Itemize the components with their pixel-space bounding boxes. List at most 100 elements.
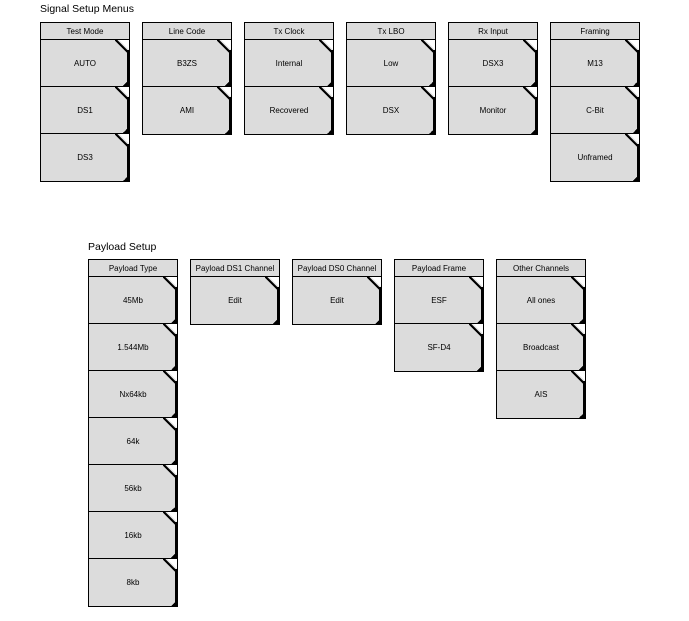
softkey-corner: [477, 365, 483, 371]
softkey-line-code-b3zs[interactable]: B3ZS: [143, 40, 231, 87]
softkey-payload-type-8kb[interactable]: 8kb: [89, 559, 177, 606]
softkey-payload-frame-sf-d4[interactable]: SF-D4: [395, 324, 483, 371]
softkey-bevel: [625, 87, 639, 101]
softkey-edge: [175, 569, 177, 606]
softkey-payload-type-56kb[interactable]: 56kb: [89, 465, 177, 512]
signal-setup-title: Signal Setup Menus: [40, 3, 134, 15]
softkey-corner: [171, 364, 177, 370]
softkey-other-channels-broadcast[interactable]: Broadcast: [497, 324, 585, 371]
softkey-edge: [583, 381, 585, 418]
softkey-corner: [225, 80, 231, 86]
menu-header-payload-ds1-channel: Payload DS1 Channel: [190, 259, 280, 276]
softkey-framing-m13[interactable]: M13: [551, 40, 639, 87]
softkey-label: Recovered: [269, 106, 309, 115]
softkey-tx-lbo-dsx[interactable]: DSX: [347, 87, 435, 134]
softkey-bevel: [217, 40, 231, 54]
softkey-test-mode-ds3[interactable]: DS3: [41, 134, 129, 181]
softkey-label: 45Mb: [122, 295, 143, 305]
softkey-corner: [633, 80, 639, 86]
softkey-rx-input-monitor[interactable]: Monitor: [449, 87, 537, 134]
menu-header-payload-type: Payload Type: [88, 259, 178, 276]
softkey-other-channels-all-ones[interactable]: All ones: [497, 277, 585, 324]
softkey-bevel: [523, 87, 537, 101]
softkey-edge: [331, 97, 333, 134]
softkey-bevel: [469, 324, 483, 338]
menu-header-test-mode: Test Mode: [40, 22, 130, 39]
softkey-edge: [535, 97, 537, 134]
softkey-framing-c-bit[interactable]: C-Bit: [551, 87, 639, 134]
softkey-payload-type-64k[interactable]: 64k: [89, 418, 177, 465]
softkey-label: DS1: [77, 105, 93, 115]
softkey-label: Edit: [228, 296, 242, 305]
softkey-corner: [579, 364, 585, 370]
softkey-payload-frame-esf[interactable]: ESF: [395, 277, 483, 324]
softkey-edge: [433, 50, 435, 86]
softkey-bevel: [421, 87, 435, 101]
softkey-corner: [429, 80, 435, 86]
softkey-corner: [327, 128, 333, 134]
softkey-payload-type-16kb[interactable]: 16kb: [89, 512, 177, 559]
softkey-edge: [583, 334, 585, 370]
softkey-payload-ds0-channel-edit[interactable]: Edit: [293, 277, 381, 324]
softkey-payload-type-1-544mb[interactable]: 1.544Mb: [89, 324, 177, 371]
menu-header-tx-clock: Tx Clock: [244, 22, 334, 39]
softkey-bevel: [571, 277, 585, 291]
softkey-edge: [229, 97, 231, 134]
softkey-edge: [175, 334, 177, 370]
softkey-bevel: [115, 40, 129, 54]
softkey-bevel: [319, 40, 333, 54]
softkey-corner: [429, 128, 435, 134]
softkey-edge: [175, 522, 177, 558]
softkey-label: Broadcast: [522, 342, 560, 352]
softkey-bevel: [163, 418, 177, 432]
softkey-label: DSX: [382, 106, 400, 115]
softkey-other-channels-ais[interactable]: AIS: [497, 371, 585, 418]
softkey-edge: [127, 144, 129, 181]
softkey-corner: [123, 127, 129, 133]
softkey-edge: [637, 97, 639, 133]
softkey-label: 56kb: [124, 483, 142, 493]
softkey-corner: [477, 317, 483, 323]
softkey-edge: [379, 287, 381, 324]
softkey-rx-input-dsx3[interactable]: DSX3: [449, 40, 537, 87]
softkey-payload-type-nx64kb[interactable]: Nx64kb: [89, 371, 177, 418]
menu-header-payload-frame: Payload Frame: [394, 259, 484, 276]
softkey-bevel: [571, 371, 585, 385]
softkey-bevel: [163, 512, 177, 526]
softkey-tx-clock-recovered[interactable]: Recovered: [245, 87, 333, 134]
softkey-label: C-Bit: [586, 105, 604, 115]
softkey-label: Unframed: [577, 153, 613, 162]
softkey-tx-lbo-low[interactable]: Low: [347, 40, 435, 87]
softkey-bevel: [523, 40, 537, 54]
softkey-bevel: [115, 134, 129, 148]
softkey-line-code-ami[interactable]: AMI: [143, 87, 231, 134]
softkey-label: DSX3: [482, 58, 504, 68]
softkey-test-mode-auto[interactable]: AUTO: [41, 40, 129, 87]
softkey-test-mode-ds1[interactable]: DS1: [41, 87, 129, 134]
menu-header-tx-lbo: Tx LBO: [346, 22, 436, 39]
softkey-corner: [633, 175, 639, 181]
softkey-edge: [583, 287, 585, 323]
menu-header-payload-ds0-channel: Payload DS0 Channel: [292, 259, 382, 276]
softkey-tx-clock-internal[interactable]: Internal: [245, 40, 333, 87]
softkey-edge: [481, 287, 483, 323]
softkey-payload-type-45mb[interactable]: 45Mb: [89, 277, 177, 324]
softkey-payload-ds1-channel-edit[interactable]: Edit: [191, 277, 279, 324]
menu-keys: Edit: [292, 276, 382, 325]
softkey-corner: [171, 411, 177, 417]
softkey-label: 8kb: [126, 578, 140, 587]
softkey-corner: [123, 175, 129, 181]
softkey-bevel: [265, 277, 279, 291]
softkey-label: Edit: [330, 296, 344, 305]
softkey-framing-unframed[interactable]: Unframed: [551, 134, 639, 181]
